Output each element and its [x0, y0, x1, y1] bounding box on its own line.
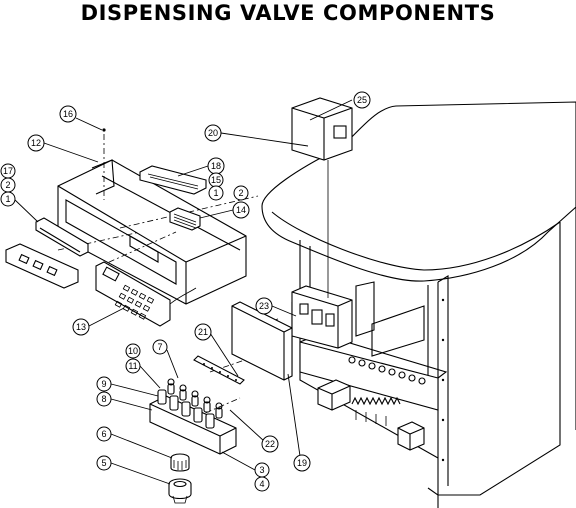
callout-label: 10 [128, 346, 138, 356]
callout-label: 11 [128, 361, 137, 371]
page-title: DISPENSING VALVE COMPONENTS [80, 1, 496, 25]
button-strip [5, 243, 79, 289]
dispenser-cabinet [261, 101, 576, 508]
solenoid-row [348, 356, 426, 385]
callout-label: 5 [101, 458, 106, 468]
callout-circle [293, 454, 311, 472]
callout-circle [59, 105, 77, 123]
callout-circle [96, 376, 112, 392]
callout-circle [204, 124, 222, 142]
callout-label: 3 [259, 465, 264, 475]
callout-circle [353, 91, 371, 109]
callout-circle [125, 343, 141, 359]
callout-label: 7 [157, 342, 162, 352]
callout-label: 14 [236, 205, 246, 215]
callout-circle [255, 297, 273, 315]
lower-box-right [397, 421, 425, 451]
keypad-panel [95, 261, 197, 327]
callout-circle [96, 455, 112, 471]
callout-circle [232, 201, 250, 219]
valve-block [149, 378, 237, 455]
callout-label: 22 [265, 439, 275, 449]
callout-circle [254, 476, 270, 492]
callout-label: 17 [3, 166, 13, 176]
top-control-box [291, 97, 353, 298]
pillar-rivets [441, 298, 445, 462]
callout-label: 23 [259, 301, 269, 311]
callout-label: 1 [5, 194, 10, 204]
diffuser [170, 453, 190, 472]
callout-circle [261, 435, 279, 453]
callout-label: 2 [5, 180, 10, 190]
callout-label: 15 [211, 175, 221, 185]
callout-label: 21 [198, 327, 208, 337]
callout-label: 4 [259, 479, 264, 489]
callout-label: 12 [31, 138, 41, 148]
valve-nozzles [157, 378, 223, 429]
lower-box-left [317, 379, 351, 411]
callout-label: 8 [101, 394, 106, 404]
callout-label: 18 [211, 161, 221, 171]
small-grille [169, 207, 201, 231]
callout-circle [194, 323, 212, 341]
callout-label: 13 [76, 322, 86, 332]
callout-label: 20 [208, 128, 218, 138]
callout-circle [0, 191, 16, 207]
side-panel [231, 301, 293, 381]
callout-circle [96, 391, 112, 407]
callout-circle [125, 358, 141, 374]
callout-label: 19 [297, 458, 307, 468]
coil-row [351, 396, 401, 426]
callout-circle [152, 339, 168, 355]
callout-circle [208, 185, 224, 201]
callout-label: 6 [101, 429, 106, 439]
callout-circle [96, 426, 112, 442]
nozzle [168, 478, 192, 504]
label-strip [139, 165, 207, 195]
screw-dot [102, 128, 106, 132]
callout-circle [72, 318, 90, 336]
callout-circle [27, 134, 45, 152]
callout-label: 9 [101, 379, 106, 389]
callout-label: 16 [63, 109, 73, 119]
nozzle-bar [193, 355, 245, 385]
callout-label: 1 [213, 188, 218, 198]
callout-circle [233, 185, 249, 201]
callout-label: 2 [238, 188, 243, 198]
callout-label: 25 [357, 95, 367, 105]
valve-mounting-plate [299, 341, 439, 411]
front-bracket [35, 217, 89, 257]
